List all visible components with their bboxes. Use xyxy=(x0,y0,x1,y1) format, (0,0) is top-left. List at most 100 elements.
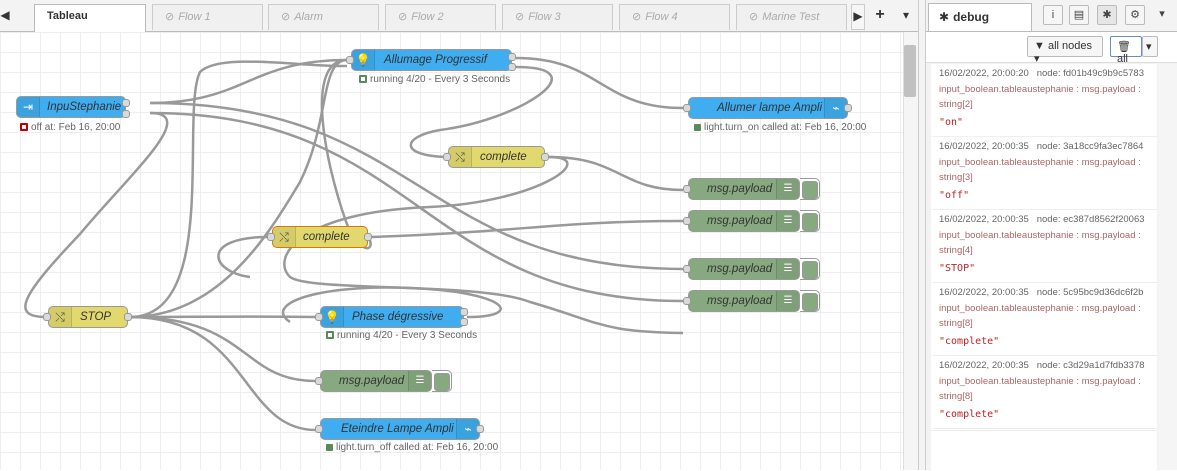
tab-tableau[interactable]: Tableau xyxy=(34,4,146,32)
input-port[interactable] xyxy=(683,217,691,225)
output-port[interactable] xyxy=(364,233,372,241)
gear-icon[interactable]: ⚙ xyxy=(1125,5,1145,25)
node-debug-msg-payload[interactable]: msg.payload ☰ xyxy=(688,290,800,312)
tab-label: Flow 2 xyxy=(411,11,443,23)
debug-toggle-button[interactable] xyxy=(432,370,452,392)
node-label: Allumage Progressif xyxy=(384,50,487,70)
output-port[interactable] xyxy=(844,104,852,112)
output-port[interactable] xyxy=(124,313,132,321)
node-label: msg.payload xyxy=(707,179,772,199)
message-node[interactable]: node: 3a18cc9fa3ec7864 xyxy=(1037,141,1144,152)
node-debug-msg-payload[interactable]: msg.payload ☰ xyxy=(688,258,800,280)
input-port[interactable] xyxy=(683,297,691,305)
message-topic: input_boolean.tableaustephanie : msg.pay… xyxy=(939,82,1157,97)
input-port[interactable] xyxy=(315,425,323,433)
info-icon[interactable]: i xyxy=(1043,5,1063,25)
chevron-down-icon[interactable]: ▾ xyxy=(1152,5,1172,25)
node-eteindre-lampe-ampli[interactable]: Eteindre Lampe Ampli ⌁ xyxy=(320,418,480,440)
status-indicator-green xyxy=(694,124,701,131)
node-label: complete xyxy=(480,147,527,167)
output-port[interactable] xyxy=(541,153,549,161)
node-stop[interactable]: ⤭ STOP xyxy=(48,306,128,328)
debug-toggle-button[interactable] xyxy=(800,210,820,232)
node-allumer-lampe-ampli[interactable]: Allumer lampe Ampli ⌁ xyxy=(688,97,848,119)
input-port[interactable] xyxy=(267,233,275,241)
scroll-tabs-right-button[interactable]: ▶ xyxy=(851,4,865,30)
add-flow-button[interactable]: + xyxy=(872,4,888,28)
tab-label: Flow 4 xyxy=(645,11,677,23)
tab-debug[interactable]: ✱debug xyxy=(928,3,1032,31)
disabled-icon: ⊘ xyxy=(515,11,524,23)
node-label: msg.payload xyxy=(707,211,772,231)
input-port[interactable] xyxy=(315,377,323,385)
tab-flow-1[interactable]: ⊘Flow 1 xyxy=(152,4,263,30)
message-node[interactable]: node: ec387d8562f20063 xyxy=(1037,214,1145,225)
message-value[interactable]: "complete" xyxy=(939,336,1157,347)
node-inpustephanie[interactable]: ⇥ InpuStephanie xyxy=(16,96,126,118)
debug-toggle-indicator xyxy=(802,213,818,231)
message-node[interactable]: node: fd01b49c9b9c5783 xyxy=(1037,68,1144,79)
message-node[interactable]: node: c3d29a1d7fdb3378 xyxy=(1037,360,1145,371)
output-port[interactable] xyxy=(460,318,468,326)
output-port[interactable] xyxy=(460,308,468,316)
node-debug-msg-payload[interactable]: msg.payload ☰ xyxy=(688,210,800,232)
output-port[interactable] xyxy=(476,425,484,433)
book-icon[interactable]: ▤ xyxy=(1069,5,1089,25)
message-topic: input_boolean.tableaustephanie : msg.pay… xyxy=(939,155,1157,170)
node-complete[interactable]: ⤭ complete xyxy=(448,146,545,168)
debug-toggle-button[interactable] xyxy=(800,290,820,312)
input-port[interactable] xyxy=(315,313,323,321)
debug-message[interactable]: 16/02/2022, 20:00:35 node: c3d29a1d7fdb3… xyxy=(931,356,1157,429)
debug-message[interactable]: 16/02/2022, 20:00:35 node: 5c95bc9d36dc6… xyxy=(931,283,1157,356)
message-value[interactable]: "complete" xyxy=(939,409,1157,420)
tab-flow-3[interactable]: ⊘Flow 3 xyxy=(502,4,613,30)
tab-marine-test[interactable]: ⊘Marine Test xyxy=(736,4,847,30)
tab-alarm[interactable]: ⊘Alarm xyxy=(268,4,379,30)
node-debug-msg-payload[interactable]: msg.payload ☰ xyxy=(320,370,432,392)
tab-flow-2[interactable]: ⊘Flow 2 xyxy=(385,4,496,30)
sidebar-splitter[interactable] xyxy=(918,0,926,470)
message-value[interactable]: "on" xyxy=(939,117,1157,128)
debug-message-list[interactable]: 16/02/2022, 20:00:20 node: fd01b49c9b9c5… xyxy=(931,64,1157,430)
output-port[interactable] xyxy=(122,110,130,118)
output-port[interactable] xyxy=(508,53,516,61)
flow-workspace[interactable]: ⇥ InpuStephanie off at: Feb 16, 20:00 💡 … xyxy=(0,32,903,470)
workspace-scrollbar[interactable] xyxy=(903,32,919,470)
scroll-tabs-left-button[interactable]: ◀ xyxy=(0,4,10,28)
input-icon: ⇥ xyxy=(17,97,40,117)
debug-message[interactable]: 16/02/2022, 20:00:35 node: ec387d8562f20… xyxy=(931,210,1157,283)
input-port[interactable] xyxy=(683,265,691,273)
debug-scrollbar[interactable] xyxy=(1159,64,1177,470)
node-debug-msg-payload[interactable]: msg.payload ☰ xyxy=(688,178,800,200)
flow-list-menu-button[interactable]: ▾ xyxy=(898,4,914,28)
message-topic: input_boolean.tableaustephanie : msg.pay… xyxy=(939,301,1157,316)
list-icon: ☰ xyxy=(776,259,799,279)
node-complete[interactable]: ⤭ complete xyxy=(272,226,368,248)
node-phase-degressive[interactable]: 💡 Phase dégressive xyxy=(320,306,464,328)
input-port[interactable] xyxy=(443,153,451,161)
input-port[interactable] xyxy=(683,185,691,193)
message-value[interactable]: "STOP" xyxy=(939,263,1157,274)
trash-icon: 🗑 xyxy=(1117,41,1131,53)
scrollbar-thumb[interactable] xyxy=(904,45,916,97)
filter-nodes-button[interactable]: ▼ all nodes ▾ xyxy=(1027,36,1103,57)
input-port[interactable] xyxy=(346,56,354,64)
output-port[interactable] xyxy=(508,63,516,71)
node-label: msg.payload xyxy=(707,259,772,279)
clear-all-button[interactable]: 🗑 all xyxy=(1110,36,1142,57)
output-port[interactable] xyxy=(122,99,130,107)
bug-icon[interactable]: ✱ xyxy=(1097,5,1117,25)
clear-options-button[interactable]: ▾ xyxy=(1142,36,1158,57)
debug-toggle-button[interactable] xyxy=(800,178,820,200)
tab-flow-4[interactable]: ⊘Flow 4 xyxy=(619,4,730,30)
message-value[interactable]: "off" xyxy=(939,190,1157,201)
debug-toggle-button[interactable] xyxy=(800,258,820,280)
message-node[interactable]: node: 5c95bc9d36dc6f2b xyxy=(1037,287,1144,298)
input-port[interactable] xyxy=(43,313,51,321)
wire xyxy=(130,317,316,381)
input-port[interactable] xyxy=(683,104,691,112)
node-allumage-progressif[interactable]: 💡 Allumage Progressif xyxy=(351,49,512,71)
filter-icon: ▼ xyxy=(1034,40,1045,52)
debug-message[interactable]: 16/02/2022, 20:00:35 node: 3a18cc9fa3ec7… xyxy=(931,137,1157,210)
debug-message[interactable]: 16/02/2022, 20:00:20 node: fd01b49c9b9c5… xyxy=(931,64,1157,137)
